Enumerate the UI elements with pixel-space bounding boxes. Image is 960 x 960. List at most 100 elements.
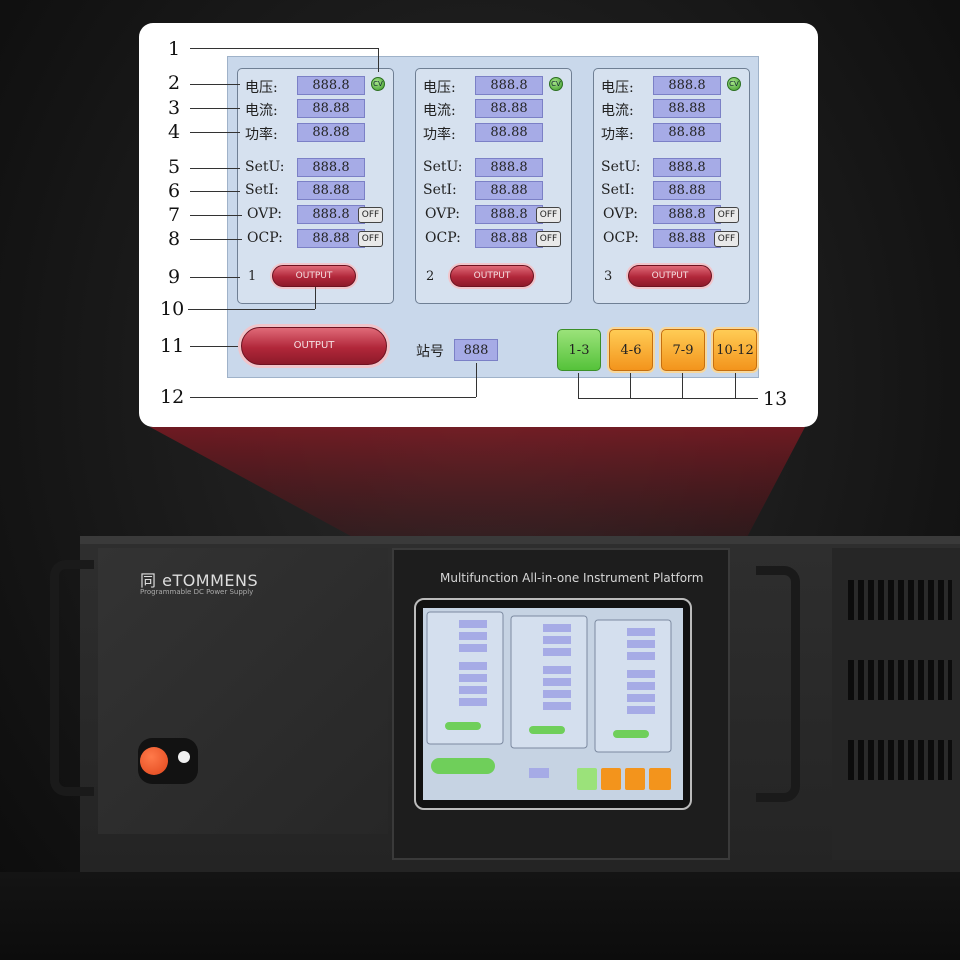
- power-indicator-led: [178, 751, 190, 763]
- ovp-label: OVP:: [425, 206, 460, 222]
- ocp-toggle-button[interactable]: OFF: [536, 231, 561, 247]
- callout-number-6: 6: [168, 180, 181, 202]
- page-button-10-12[interactable]: 10-12: [713, 329, 757, 371]
- setu-value[interactable]: 888.8: [297, 158, 365, 177]
- leader-line: [190, 108, 240, 109]
- leader-line: [190, 277, 240, 278]
- vent-grille: [848, 740, 952, 780]
- voltage-value: 888.8: [653, 76, 721, 95]
- power-value: 88.88: [297, 123, 365, 142]
- ocp-value[interactable]: 88.88: [475, 229, 543, 248]
- leader-line: [190, 346, 238, 347]
- leader-line: [476, 363, 477, 397]
- voltage-label: 电压:: [601, 80, 634, 96]
- current-value: 88.88: [475, 99, 543, 118]
- channel-number: 1: [248, 269, 257, 284]
- callout-number-8: 8: [168, 228, 181, 250]
- leader-line: [315, 287, 316, 309]
- callout-number-1: 1: [168, 38, 181, 60]
- ovp-value[interactable]: 888.8: [475, 205, 543, 224]
- brand-logo: 同 eTOMMENS: [140, 571, 259, 590]
- leader-line: [630, 373, 631, 398]
- channel-number: 2: [426, 269, 435, 284]
- power-button[interactable]: [140, 747, 168, 775]
- leader-line: [378, 48, 379, 72]
- channel-output-button[interactable]: OUTPUT: [272, 265, 356, 287]
- voltage-label: 电压:: [423, 80, 456, 96]
- page-button-7-9[interactable]: 7-9: [661, 329, 705, 371]
- setu-label: SetU:: [601, 159, 641, 175]
- leader-line: [190, 48, 378, 49]
- leader-line: [188, 309, 315, 310]
- power-label: 功率:: [601, 127, 634, 143]
- channel-output-button[interactable]: OUTPUT: [628, 265, 712, 287]
- cv-mode-indicator-icon: CV: [727, 77, 741, 91]
- ocp-toggle-button[interactable]: OFF: [714, 231, 739, 247]
- seti-label: SetI:: [601, 182, 635, 198]
- ovp-toggle-button[interactable]: OFF: [536, 207, 561, 223]
- callout-number-11: 11: [160, 335, 185, 357]
- leader-line: [190, 84, 240, 85]
- lcd-touchscreen[interactable]: [423, 608, 683, 800]
- callout-number-7: 7: [168, 204, 181, 226]
- setu-value[interactable]: 888.8: [653, 158, 721, 177]
- brand-subtitle: Programmable DC Power Supply: [140, 588, 254, 596]
- current-label: 电流:: [423, 103, 456, 119]
- leader-line: [190, 239, 242, 240]
- screen-title: Multifunction All-in-one Instrument Plat…: [440, 571, 704, 585]
- ocp-label: OCP:: [247, 230, 283, 246]
- current-label: 电流:: [601, 103, 634, 119]
- callout-number-2: 2: [168, 72, 181, 94]
- leader-line: [190, 132, 240, 133]
- station-number-field[interactable]: 888: [454, 339, 498, 361]
- cv-mode-indicator-icon: CV: [549, 77, 563, 91]
- power-value: 88.88: [475, 123, 543, 142]
- callout-number-4: 4: [168, 121, 181, 143]
- ovp-label: OVP:: [603, 206, 638, 222]
- seti-value[interactable]: 88.88: [475, 181, 543, 200]
- master-output-button[interactable]: OUTPUT: [241, 327, 387, 365]
- ovp-value[interactable]: 888.8: [653, 205, 721, 224]
- seti-value[interactable]: 88.88: [653, 181, 721, 200]
- leader-line: [190, 168, 240, 169]
- power-value: 88.88: [653, 123, 721, 142]
- callout-number-3: 3: [168, 97, 181, 119]
- leader-line: [578, 398, 758, 399]
- ocp-value[interactable]: 88.88: [653, 229, 721, 248]
- floor: [0, 872, 960, 960]
- voltage-value: 888.8: [475, 76, 543, 95]
- seti-value[interactable]: 88.88: [297, 181, 365, 200]
- page-button-1-3[interactable]: 1-3: [557, 329, 601, 371]
- ocp-toggle-button[interactable]: OFF: [358, 231, 383, 247]
- ovp-toggle-button[interactable]: OFF: [714, 207, 739, 223]
- voltage-label: 电压:: [245, 80, 278, 96]
- leader-line: [735, 373, 736, 398]
- seti-label: SetI:: [423, 182, 457, 198]
- setu-value[interactable]: 888.8: [475, 158, 543, 177]
- callout-number-5: 5: [168, 156, 181, 178]
- ovp-value[interactable]: 888.8: [297, 205, 365, 224]
- leader-line: [190, 191, 240, 192]
- leader-line: [578, 373, 579, 398]
- page-button-4-6[interactable]: 4-6: [609, 329, 653, 371]
- device-top-edge: [80, 536, 960, 546]
- callout-number-10: 10: [160, 298, 185, 320]
- voltage-value: 888.8: [297, 76, 365, 95]
- ocp-label: OCP:: [603, 230, 639, 246]
- ovp-toggle-button[interactable]: OFF: [358, 207, 383, 223]
- ocp-value[interactable]: 88.88: [297, 229, 365, 248]
- vent-grille: [848, 660, 952, 700]
- seti-label: SetI:: [245, 182, 279, 198]
- ocp-label: OCP:: [425, 230, 461, 246]
- channel-output-button[interactable]: OUTPUT: [450, 265, 534, 287]
- current-value: 88.88: [653, 99, 721, 118]
- leader-line: [682, 373, 683, 398]
- callout-number-13: 13: [763, 388, 788, 410]
- leader-line: [190, 215, 242, 216]
- ovp-label: OVP:: [247, 206, 282, 222]
- left-handle: [50, 560, 94, 796]
- setu-label: SetU:: [245, 159, 285, 175]
- device-left-panel: [98, 548, 388, 834]
- setu-label: SetU:: [423, 159, 463, 175]
